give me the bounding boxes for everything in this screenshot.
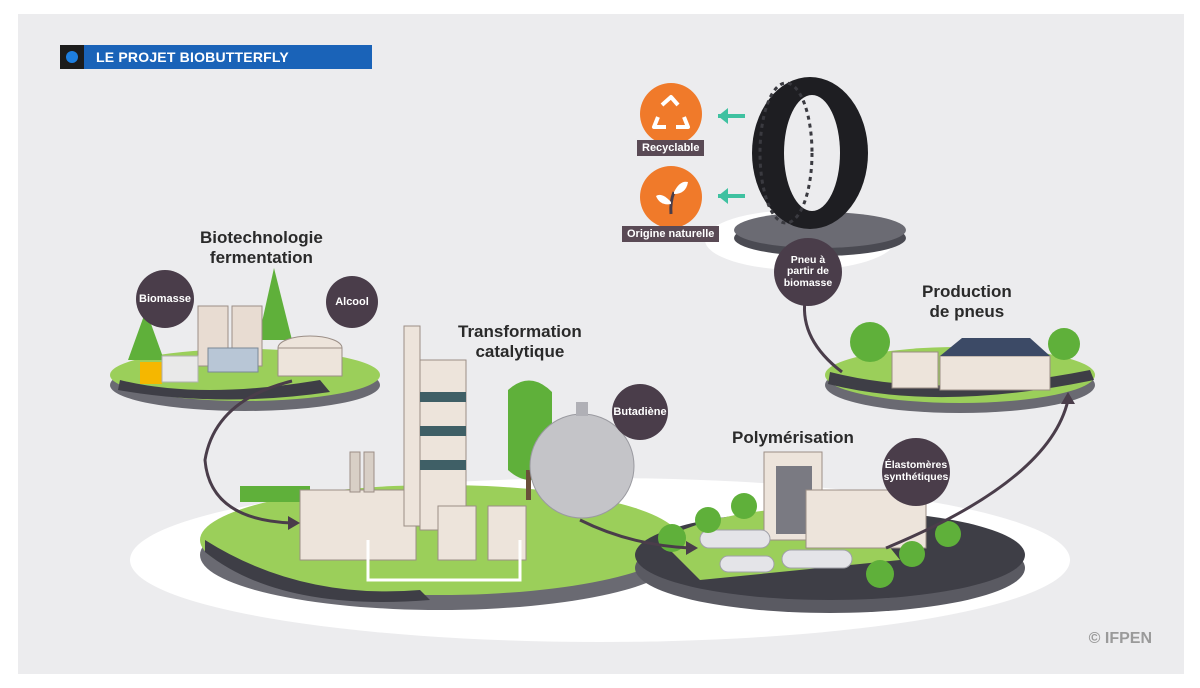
tire: [734, 77, 906, 256]
title-bar: LE PROJET BIOBUTTERFLY: [60, 45, 372, 69]
feature-arrows: [718, 108, 745, 204]
main-platform: [200, 325, 1025, 613]
biotech-platform: [110, 268, 380, 411]
leaf-icon: [640, 166, 702, 228]
bubble-butadiene: Butadiène: [612, 384, 668, 440]
bubble-pneu: Pneu à partir de biomasse: [774, 238, 842, 306]
stage-label-biotech: Biotechnologie fermentation: [200, 228, 323, 267]
title-bullet-icon: [60, 45, 84, 69]
stage-label-catalytic: Transformation catalytique: [458, 322, 582, 361]
recycle-icon: [640, 83, 702, 145]
production-platform: [825, 322, 1095, 413]
stage-label-polymer: Polymérisation: [732, 428, 854, 447]
bubble-elastomeres: Élastomères synthétiques: [882, 438, 950, 506]
bubble-biomasse: Biomasse: [136, 270, 194, 328]
bubble-alcool: Alcool: [326, 276, 378, 328]
feature-label-origine: Origine naturelle: [622, 226, 720, 242]
flow-arrows: [203, 299, 1070, 550]
recycle-glyph: [652, 95, 690, 129]
leaf-glyph: [656, 181, 688, 215]
page-title: LE PROJET BIOBUTTERFLY: [96, 49, 289, 65]
stage-label-production: Production de pneus: [922, 282, 1012, 321]
feature-label-recyclable: Recyclable: [637, 140, 705, 156]
copyright: © IFPEN: [1088, 630, 1152, 647]
